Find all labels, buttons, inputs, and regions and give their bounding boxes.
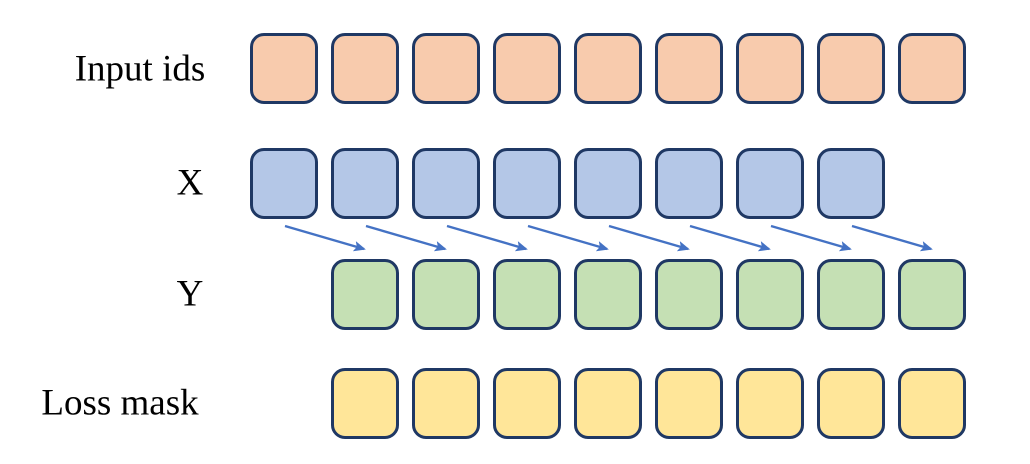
- token-cell-input-ids-9: [898, 33, 966, 104]
- token-cell-x-7: [736, 148, 804, 219]
- shift-arrow-4: [527, 224, 609, 252]
- token-cell-input-ids-4: [493, 33, 561, 104]
- token-cell-x-4: [493, 148, 561, 219]
- token-row-input-ids: [250, 33, 966, 104]
- token-row-y: [331, 259, 966, 330]
- shift-arrow-3: [446, 224, 528, 252]
- token-cell-y-1: [331, 259, 399, 330]
- token-cell-loss-mask-7: [817, 368, 885, 439]
- token-cell-y-2: [412, 259, 480, 330]
- shift-arrow-7: [770, 224, 852, 252]
- token-cell-x-1: [250, 148, 318, 219]
- token-cell-x-3: [412, 148, 480, 219]
- token-cell-loss-mask-1: [331, 368, 399, 439]
- token-cell-input-ids-5: [574, 33, 642, 104]
- token-cell-x-5: [574, 148, 642, 219]
- token-row-loss-mask: [331, 368, 966, 439]
- token-row-x: [250, 148, 885, 219]
- shift-arrow-5: [608, 224, 690, 252]
- token-cell-loss-mask-5: [655, 368, 723, 439]
- token-cell-y-8: [898, 259, 966, 330]
- token-cell-input-ids-6: [655, 33, 723, 104]
- token-cell-loss-mask-3: [493, 368, 561, 439]
- shift-arrow-8: [851, 224, 933, 252]
- row-label-input-ids: Input ids: [74, 48, 206, 90]
- token-cell-input-ids-1: [250, 33, 318, 104]
- shift-arrow-2: [365, 224, 447, 252]
- token-cell-x-6: [655, 148, 723, 219]
- token-cell-y-6: [736, 259, 804, 330]
- token-cell-input-ids-8: [817, 33, 885, 104]
- token-cell-loss-mask-4: [574, 368, 642, 439]
- token-cell-input-ids-3: [412, 33, 480, 104]
- token-cell-x-8: [817, 148, 885, 219]
- token-cell-input-ids-2: [331, 33, 399, 104]
- token-cell-y-4: [574, 259, 642, 330]
- shift-arrow-1: [284, 224, 366, 252]
- shift-arrow-6: [689, 224, 771, 252]
- row-label-x: X: [176, 162, 204, 204]
- token-cell-loss-mask-6: [736, 368, 804, 439]
- token-cell-y-5: [655, 259, 723, 330]
- token-cell-input-ids-7: [736, 33, 804, 104]
- token-cell-loss-mask-8: [898, 368, 966, 439]
- row-label-y: Y: [176, 273, 204, 315]
- token-cell-y-7: [817, 259, 885, 330]
- token-cell-loss-mask-2: [412, 368, 480, 439]
- row-label-loss-mask: Loss mask: [41, 382, 199, 424]
- token-cell-y-3: [493, 259, 561, 330]
- token-cell-x-2: [331, 148, 399, 219]
